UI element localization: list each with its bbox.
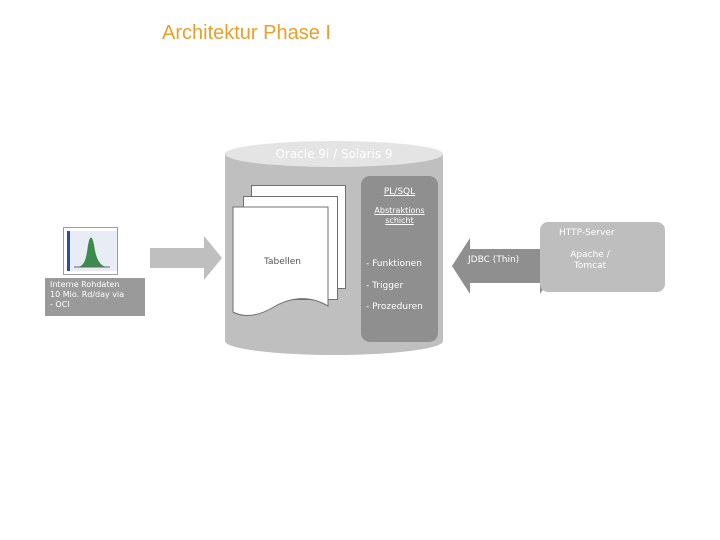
data-flow-arrow (150, 236, 222, 280)
interface-line-1: Interne Rohdaten (50, 280, 120, 289)
interface-description-box (45, 278, 145, 316)
tables-label: Tabellen (264, 257, 302, 267)
jdbc-double-arrow (452, 238, 558, 294)
plsql-item-procedures: - Prozeduren (366, 302, 423, 312)
plsql-item-trigger: - Trigger (366, 281, 404, 291)
interface-line-3: - OCI (50, 300, 70, 309)
document-icon (232, 206, 329, 316)
chart-thumbnail-icon (63, 227, 118, 275)
http-server-title: HTTP-Server (559, 228, 615, 238)
slide-title: Architektur Phase I (162, 22, 331, 44)
interface-line-2: 10 Mio. Rd/day via (50, 290, 125, 299)
plsql-panel (361, 176, 438, 342)
database-cylinder-top (225, 141, 443, 167)
abstraction-layer-label: Abstraktions schicht (374, 206, 425, 225)
http-server-subtitle: Apache / Tomcat (570, 250, 610, 271)
plsql-item-functions: - Funktionen (366, 259, 422, 269)
jdbc-label: JDBC (Thin) (468, 255, 520, 265)
interface-description: Interne Rohdaten 10 Mio. Rd/day via - OC… (50, 280, 144, 310)
plsql-title: PL/SQL (383, 187, 416, 197)
database-label: Oracle 9i / Solaris 9 (275, 147, 393, 161)
http-server-box (540, 222, 665, 292)
